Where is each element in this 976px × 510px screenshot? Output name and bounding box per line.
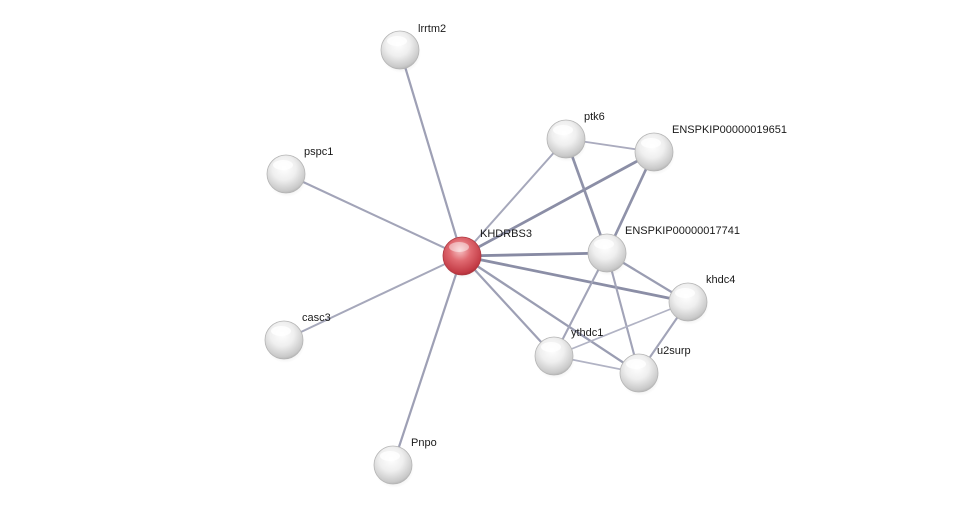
node-pspc1[interactable]: pspc1: [266, 146, 333, 197]
node-highlight: [553, 125, 573, 135]
node-highlight: [626, 359, 646, 369]
node-label: u2surp: [657, 345, 691, 357]
edge-KHDRBS3-Pnpo: [391, 254, 464, 467]
node-khdc4[interactable]: khdc4: [668, 274, 735, 325]
node-label: ENSPKIP00000019651: [672, 124, 787, 136]
edge-KHDRBS3-khdc4: [460, 254, 690, 304]
node-highlight: [641, 138, 661, 148]
edge-KHDRBS3-ptk6: [461, 138, 567, 257]
node-highlight: [541, 342, 561, 352]
node-casc3[interactable]: casc3: [264, 312, 331, 363]
node-label: Pnpo: [411, 437, 437, 449]
node-label: KHDRBS3: [480, 228, 532, 240]
edge-khdc4-ythdc1: [553, 301, 689, 357]
node-highlight: [449, 242, 469, 252]
node-highlight: [380, 451, 400, 461]
node-KHDRBS3[interactable]: KHDRBS3: [442, 228, 532, 279]
node-label: khdc4: [706, 274, 735, 286]
edge-KHDRBS3-ENSPKIP00000017741: [460, 251, 609, 258]
edge-KHDRBS3-lrrtm2: [398, 48, 464, 258]
node-label: lrrtm2: [418, 23, 446, 35]
node-label: ythdc1: [571, 327, 603, 339]
node-label: ptk6: [584, 111, 605, 123]
node-ENSPKIP00000019651[interactable]: ENSPKIP00000019651: [634, 124, 787, 175]
node-ptk6[interactable]: ptk6: [546, 111, 605, 162]
node-highlight: [675, 288, 695, 298]
node-highlight: [594, 239, 614, 249]
node-highlight: [271, 326, 291, 336]
node-ythdc1[interactable]: ythdc1: [534, 327, 603, 379]
node-Pnpo[interactable]: Pnpo: [373, 437, 437, 488]
edge-KHDRBS3-pspc1: [284, 172, 464, 258]
node-highlight: [273, 160, 293, 170]
node-ENSPKIP00000017741[interactable]: ENSPKIP00000017741: [587, 225, 740, 276]
node-highlight: [387, 36, 407, 46]
node-label: ENSPKIP00000017741: [625, 225, 740, 237]
node-label: casc3: [302, 312, 331, 324]
edge-KHDRBS3-casc3: [283, 255, 463, 341]
edge-KHDRBS3-u2surp: [460, 254, 641, 375]
edge-KHDRBS3-ENSPKIP00000019651: [460, 150, 656, 258]
node-sphere[interactable]: [442, 236, 482, 276]
node-u2surp[interactable]: u2surp: [619, 345, 691, 396]
node-label: pspc1: [304, 146, 333, 158]
node-lrrtm2[interactable]: lrrtm2: [380, 23, 446, 73]
